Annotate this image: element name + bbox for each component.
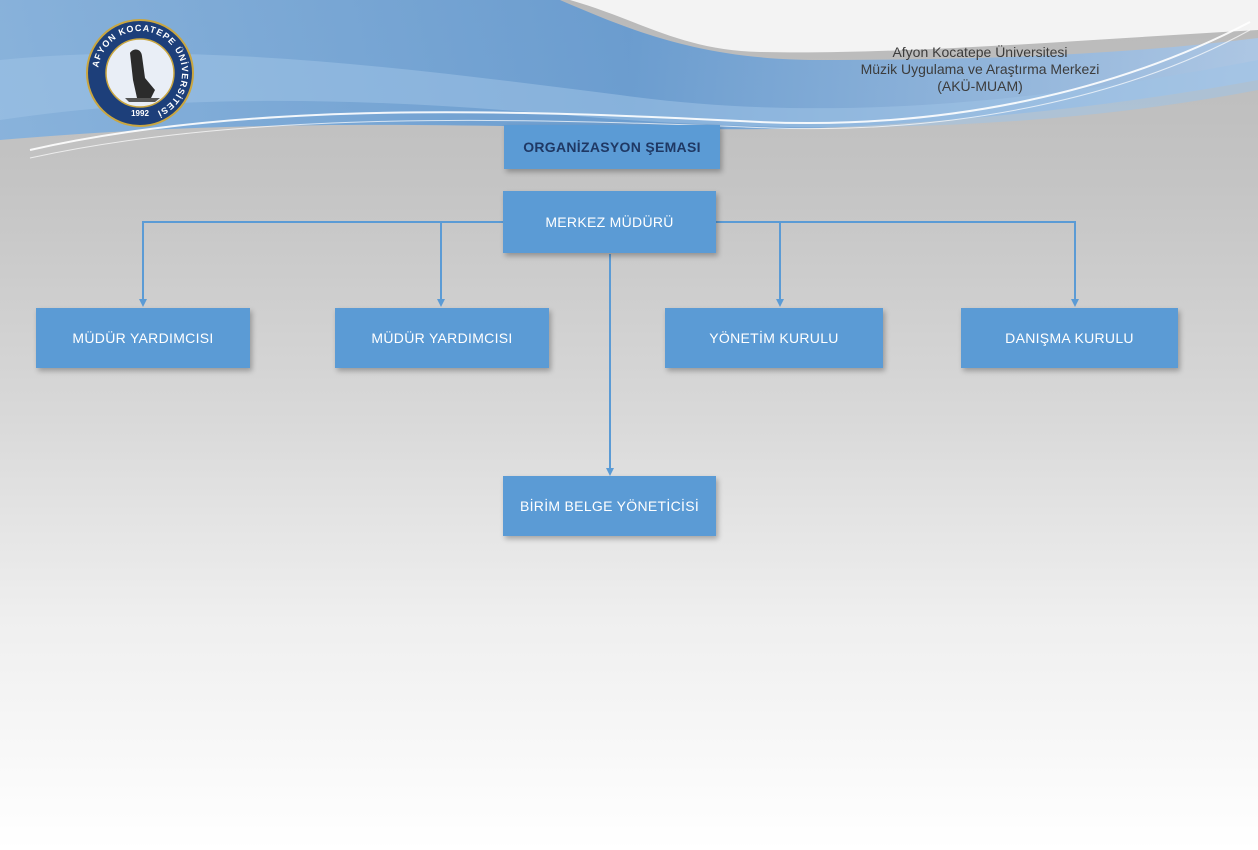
center-name: Müzik Uygulama ve Araştırma Merkezi xyxy=(860,61,1100,77)
root-node-merkez-muduru: MERKEZ MÜDÜRÜ xyxy=(503,191,716,253)
connector-to-child-4 xyxy=(716,221,1079,307)
connector-to-child-1 xyxy=(139,221,503,307)
institution-header: Afyon Kocatepe Üniversitesi Müzik Uygula… xyxy=(780,44,1180,95)
child-node-mudur-yardimcisi-2: MÜDÜR YARDIMCISI xyxy=(335,308,549,368)
logo-year: 1992 xyxy=(131,109,149,118)
center-abbreviation: (AKÜ-MUAM) xyxy=(937,78,1023,94)
org-chart-title: ORGANİZASYON ŞEMASI xyxy=(504,125,720,169)
child-node-mudur-yardimcisi-1: MÜDÜR YARDIMCISI xyxy=(36,308,250,368)
child-node-yonetim-kurulu: YÖNETİM KURULU xyxy=(665,308,883,368)
university-logo: AFYON KOCATEPE ÜNİVERSİTESİ 1992 xyxy=(86,19,194,127)
institution-name: Afyon Kocatepe Üniversitesi xyxy=(892,44,1068,60)
bottom-node-birim-belge-yoneticisi: BİRİM BELGE YÖNETİCİSİ xyxy=(503,476,716,536)
connector-to-child-3 xyxy=(716,221,784,307)
child-node-danisma-kurulu: DANIŞMA KURULU xyxy=(961,308,1178,368)
connector-to-child-2 xyxy=(437,221,503,307)
